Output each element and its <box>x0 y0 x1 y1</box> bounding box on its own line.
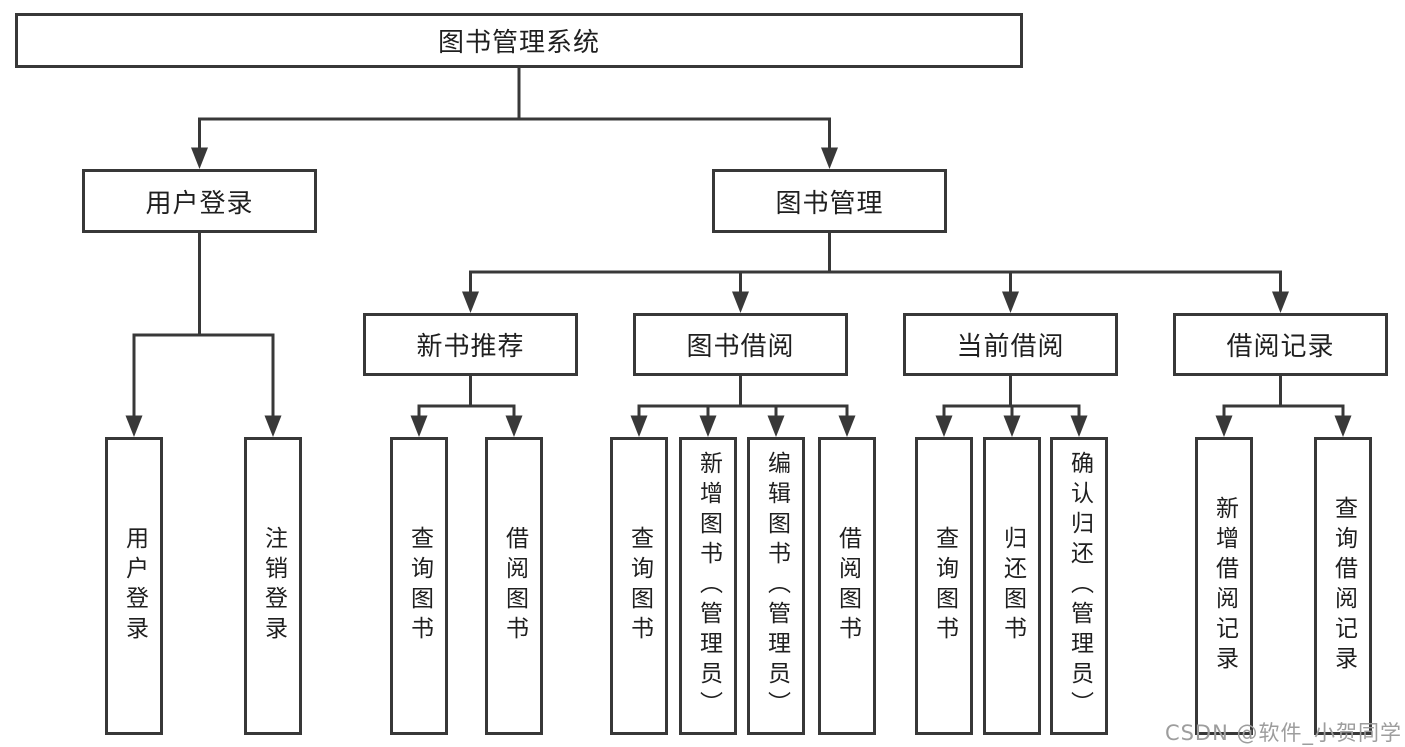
node-new-book-recommendation: 新书推荐 <box>363 313 578 376</box>
node-label: 借阅图书 <box>501 526 528 646</box>
node-label: 新增借阅记录 <box>1211 496 1238 676</box>
leaf-query-books-recommend: 查询图书 <box>390 437 448 735</box>
node-label: 图书借阅 <box>686 332 795 362</box>
node-label: 当前借阅 <box>956 332 1065 362</box>
node-label: 查询图书 <box>626 526 653 646</box>
node-user-login: 用户登录 <box>82 169 317 233</box>
node-label: 查询借阅记录 <box>1330 496 1357 676</box>
node-label: 编辑图书（管理员） <box>763 451 790 721</box>
leaf-query-borrow-record: 查询借阅记录 <box>1314 437 1372 735</box>
node-label: 查询图书 <box>406 526 433 646</box>
leaf-query-books-current: 查询图书 <box>915 437 973 735</box>
node-label: 借阅记录 <box>1226 332 1335 362</box>
arrowheads <box>125 147 1352 437</box>
node-label: 新增图书（管理员） <box>695 451 722 721</box>
leaf-logout: 注销登录 <box>244 437 302 735</box>
leaf-user-login: 用户登录 <box>105 437 163 735</box>
node-label: 新书推荐 <box>416 332 525 362</box>
node-library-management-system: 图书管理系统 <box>15 13 1023 68</box>
node-label: 用户登录 <box>145 188 254 219</box>
node-label: 注销登录 <box>260 526 287 646</box>
node-borrowing-records: 借阅记录 <box>1173 313 1388 376</box>
node-current-borrowing: 当前借阅 <box>903 313 1118 376</box>
leaf-borrow-books-recommend: 借阅图书 <box>485 437 543 735</box>
csdn-watermark: CSDN @软件_小贺同学 <box>1164 721 1402 745</box>
leaf-borrow-books: 借阅图书 <box>818 437 876 735</box>
node-label: 图书管理 <box>775 188 884 219</box>
node-book-management: 图书管理 <box>712 169 947 233</box>
leaf-query-books-borrow: 查询图书 <box>610 437 668 735</box>
node-label: 用户登录 <box>121 526 148 646</box>
leaf-edit-books-admin: 编辑图书（管理员） <box>747 437 805 735</box>
leaf-add-borrow-record: 新增借阅记录 <box>1195 437 1253 735</box>
leaf-add-books-admin: 新增图书（管理员） <box>679 437 737 735</box>
node-label: 归还图书 <box>999 526 1026 646</box>
node-label: 图书管理系统 <box>437 28 600 58</box>
leaf-confirm-return-admin: 确认归还（管理员） <box>1050 437 1108 735</box>
node-label: 确认归还（管理员） <box>1066 451 1093 721</box>
node-label: 查询图书 <box>931 526 958 646</box>
node-book-borrowing: 图书借阅 <box>633 313 848 376</box>
leaf-return-books: 归还图书 <box>983 437 1041 735</box>
node-label: 借阅图书 <box>834 526 861 646</box>
